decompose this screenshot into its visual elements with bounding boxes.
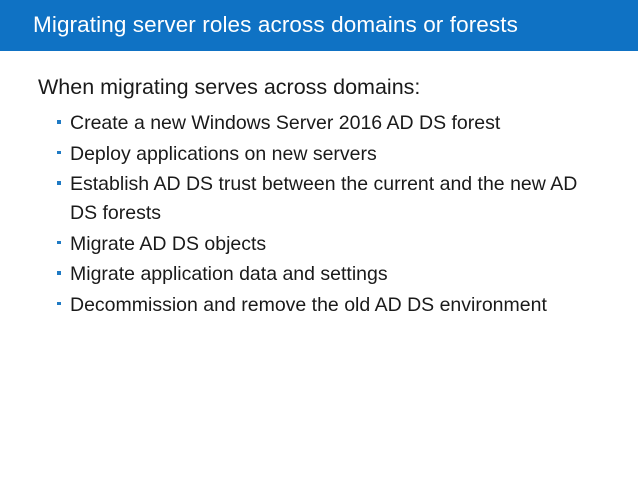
list-item-label: Establish AD DS trust between the curren… — [70, 173, 578, 224]
bullet-dot-icon — [57, 301, 61, 306]
list-item: Migrate application data and settings — [56, 260, 604, 289]
list-item: Deploy applications on new servers — [56, 140, 604, 169]
list-item-label: Deploy applications on new servers — [70, 142, 377, 165]
list-item-label: Migrate AD DS objects — [70, 232, 267, 255]
bullet-list: Create a new Windows Server 2016 AD DS f… — [56, 109, 604, 322]
slide-title-bar: Migrating server roles across domains or… — [0, 0, 638, 51]
list-item: Decommission and remove the old AD DS en… — [56, 291, 604, 320]
bullet-dot-icon — [57, 120, 61, 124]
slide-body: When migrating serves across domains: Cr… — [0, 51, 638, 478]
bullet-dot-icon — [57, 150, 61, 155]
list-item-label: Create a new Windows Server 2016 AD DS f… — [70, 112, 501, 134]
list-item-label: Migrate application data and settings — [70, 263, 388, 286]
list-item: Establish AD DS trust between the curren… — [56, 170, 604, 227]
list-item: Migrate AD DS objects — [56, 230, 604, 259]
list-item-label: Decommission and remove the old AD DS en… — [70, 293, 547, 316]
slide-title: Migrating server roles across domains or… — [33, 12, 518, 38]
bullet-dot-icon — [57, 240, 61, 245]
bullet-dot-icon — [57, 271, 61, 275]
body-lead-line: When migrating serves across domains: — [38, 75, 421, 99]
bullet-dot-icon — [57, 181, 61, 185]
list-item: Create a new Windows Server 2016 AD DS f… — [56, 109, 604, 138]
